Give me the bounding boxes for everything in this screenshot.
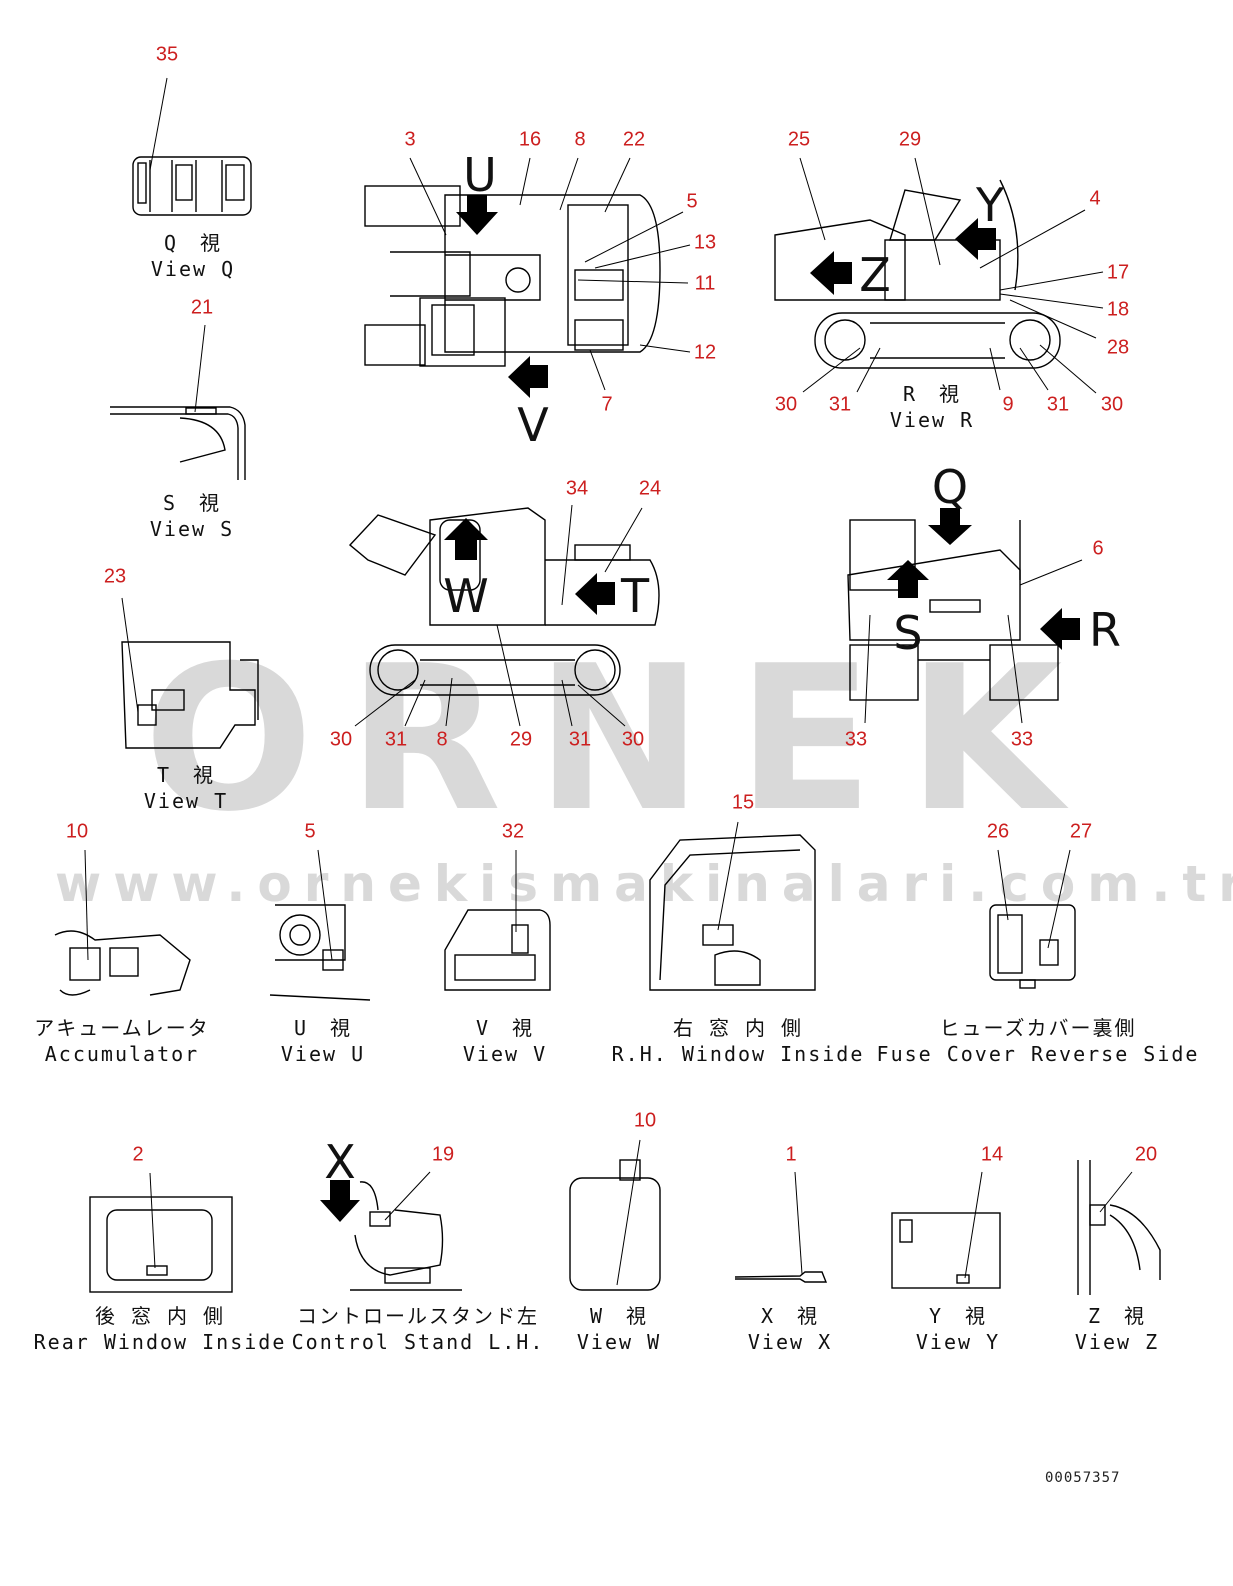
callout-number: 26 — [986, 820, 1010, 843]
view-letter-z: Z — [859, 248, 891, 302]
view-letter-w: W — [443, 569, 489, 623]
callout-number: 8 — [574, 128, 586, 151]
top-view-drawing — [364, 185, 661, 367]
callout-number: 7 — [601, 393, 613, 416]
callout-number: 2 — [132, 1143, 144, 1166]
callout-number: 34 — [565, 477, 589, 500]
callout-number: 3 — [404, 128, 416, 151]
callout-number: 31 — [1046, 393, 1070, 416]
view-v-drawing — [444, 909, 551, 991]
callout-number: 30 — [621, 728, 645, 751]
callout-number: 5 — [686, 190, 698, 213]
callout-number: 6 — [1092, 537, 1104, 560]
view-letter-x: X — [324, 1135, 356, 1189]
view-q-drawing — [132, 156, 252, 216]
callout-number: 24 — [638, 477, 662, 500]
view-letter-v: V — [517, 398, 549, 452]
callout-number: 30 — [1100, 393, 1124, 416]
view-y-drawing — [891, 1212, 1001, 1289]
side-view-drawing — [348, 507, 660, 696]
control-stand-drawing — [350, 1181, 462, 1291]
view-u-drawing — [269, 904, 371, 1001]
callout-number: 18 — [1106, 298, 1130, 321]
callout-number: 13 — [693, 231, 717, 254]
callout-number: 10 — [633, 1109, 657, 1132]
callout-number: 4 — [1089, 187, 1101, 210]
callout-number: 29 — [898, 128, 922, 151]
callout-number: 22 — [622, 128, 646, 151]
callout-number: 21 — [190, 296, 214, 319]
callout-number: 8 — [436, 728, 448, 751]
callout-number: 31 — [384, 728, 408, 751]
view-letter-u: U — [463, 148, 497, 202]
callout-number: 16 — [518, 128, 542, 151]
fuse-cover-drawing — [989, 904, 1076, 989]
view-letter-q: Q — [931, 460, 969, 514]
view-letter-t: T — [620, 569, 650, 623]
rear-window-drawing — [89, 1196, 233, 1293]
front-view-drawing — [847, 519, 1059, 701]
rh-window-drawing — [649, 834, 816, 991]
callout-number: 27 — [1069, 820, 1093, 843]
view-s-drawing — [110, 406, 246, 480]
callout-number: 9 — [1002, 393, 1014, 416]
callout-number: 35 — [155, 43, 179, 66]
callout-number: 1 — [785, 1143, 797, 1166]
view-letter-y: Y — [975, 178, 1005, 232]
callout-number: 31 — [828, 393, 852, 416]
view-w-drawing — [569, 1159, 661, 1291]
view-letter-s: S — [893, 606, 923, 660]
callout-number: 12 — [693, 341, 717, 364]
accumulator-drawing — [54, 930, 191, 996]
callout-number: 33 — [844, 728, 868, 751]
callout-number: 32 — [501, 820, 525, 843]
callout-number: 15 — [731, 791, 755, 814]
callout-number: 20 — [1134, 1143, 1158, 1166]
callout-number: 17 — [1106, 261, 1130, 284]
callout-number: 14 — [980, 1143, 1004, 1166]
callout-number: 5 — [304, 820, 316, 843]
callout-number: 23 — [103, 565, 127, 588]
callout-number: 10 — [65, 820, 89, 843]
callout-number: 30 — [329, 728, 353, 751]
callout-number: 30 — [774, 393, 798, 416]
callout-number: 31 — [568, 728, 592, 751]
callout-number: 25 — [787, 128, 811, 151]
view-t-drawing — [121, 641, 259, 749]
callout-number: 28 — [1106, 336, 1130, 359]
callout-number: 19 — [431, 1143, 455, 1166]
callout-number: 33 — [1010, 728, 1034, 751]
callout-number: 11 — [694, 272, 716, 295]
callout-number: 29 — [509, 728, 533, 751]
document-number: 00057357 — [1045, 1470, 1121, 1486]
view-x-drawing — [734, 1271, 828, 1283]
view-z-drawing — [1077, 1160, 1161, 1295]
view-letter-r: R — [1089, 603, 1121, 657]
